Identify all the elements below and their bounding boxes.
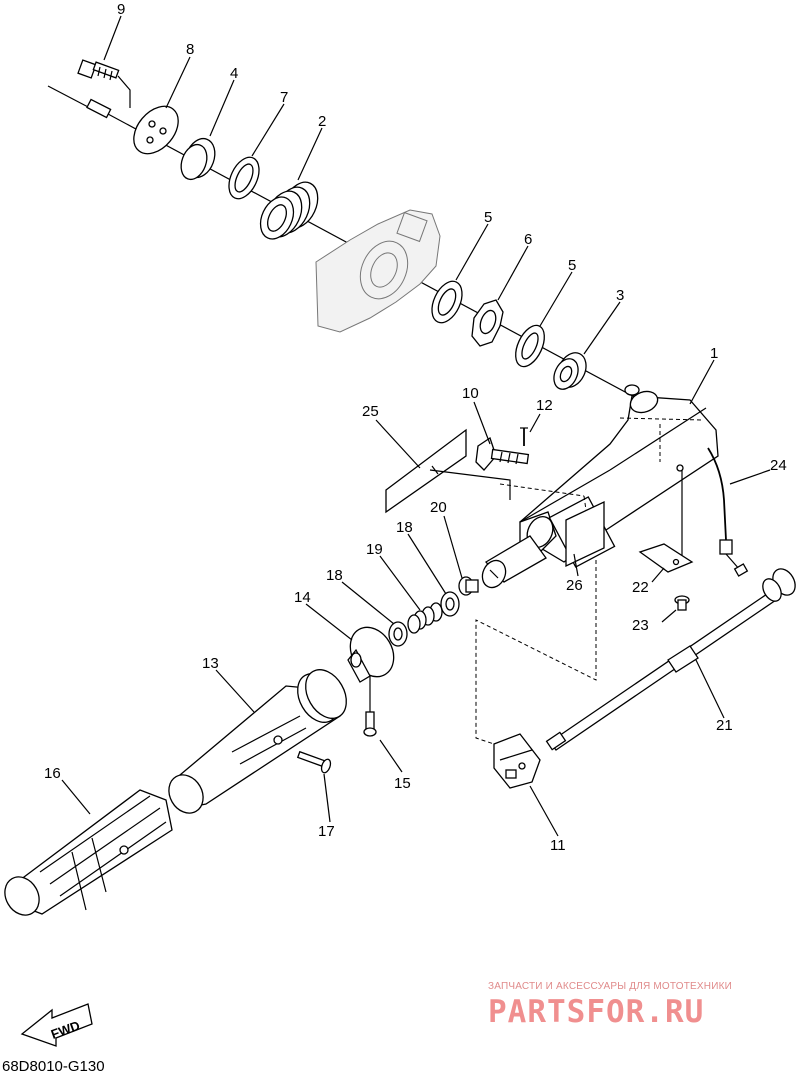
callout-1: 1 xyxy=(710,345,718,362)
collar-14 xyxy=(347,626,395,714)
watermark-logo: PARTSFOR.RU xyxy=(488,994,705,1030)
callout-15: 15 xyxy=(394,775,411,792)
callout-12: 12 xyxy=(536,397,553,414)
bush-20 xyxy=(458,576,479,596)
callout-22: 22 xyxy=(632,579,649,596)
callout-24: 24 xyxy=(770,457,787,474)
grip-16 xyxy=(4,789,173,916)
cover-26 xyxy=(565,500,605,568)
washer-5-a xyxy=(431,280,463,324)
callout-10: 10 xyxy=(462,385,479,402)
spring-washer-6 xyxy=(471,299,504,347)
assembly-guide-lines xyxy=(499,483,587,511)
callout-18: 18 xyxy=(396,519,413,536)
callout-11: 11 xyxy=(550,837,566,854)
diagram-code: 68D8010-G130 xyxy=(2,1058,105,1075)
callout-20: 20 xyxy=(430,499,447,516)
callout-18-second: 18 xyxy=(326,567,343,584)
washer-18-a xyxy=(440,591,460,617)
clip-11 xyxy=(493,733,541,789)
callout-16: 16 xyxy=(44,765,61,782)
callout-labels: 9 8 4 7 2 5 6 5 3 1 25 10 12 24 20 18 19… xyxy=(44,1,787,854)
callout-8: 8 xyxy=(186,41,194,58)
callout-26: 26 xyxy=(566,577,583,594)
plate-8 xyxy=(133,105,179,155)
callout-25: 25 xyxy=(362,403,379,420)
callout-5: 5 xyxy=(484,209,492,226)
screw-15 xyxy=(363,711,377,737)
callout-14: 14 xyxy=(294,589,311,606)
decal-25 xyxy=(385,428,511,514)
callout-3: 3 xyxy=(616,287,624,304)
bushing-4 xyxy=(180,137,216,181)
o-ring-7 xyxy=(228,156,260,200)
leader-lines xyxy=(61,15,771,837)
washer-5-b xyxy=(515,324,545,368)
callout-13: 13 xyxy=(202,655,219,672)
callout-6: 6 xyxy=(524,231,532,248)
callout-2: 2 xyxy=(318,113,326,130)
watermark-caption: ЗАПЧАСТИ И АКСЕССУАРЫ ДЛЯ МОТОТЕХНИКИ xyxy=(488,981,733,992)
mounting-bracket xyxy=(315,209,441,333)
callout-7: 7 xyxy=(280,89,288,106)
clip-guide-lines xyxy=(475,560,597,745)
callout-4: 4 xyxy=(230,65,238,82)
callout-9: 9 xyxy=(117,1,125,18)
screw-23 xyxy=(674,595,690,611)
wing-bolt-10 xyxy=(475,436,530,471)
callout-21: 21 xyxy=(716,717,733,734)
callout-23: 23 xyxy=(632,617,649,634)
washer-18-b xyxy=(388,621,408,647)
spring-19 xyxy=(407,602,443,634)
callout-19: 19 xyxy=(366,541,383,558)
wire-lead-24 xyxy=(681,447,749,577)
callout-17: 17 xyxy=(318,823,335,840)
sleeve-2 xyxy=(259,181,319,240)
callout-5-second: 5 xyxy=(568,257,576,274)
throttle-shaft-13 xyxy=(168,669,347,814)
bushing-3 xyxy=(553,352,587,390)
pin-12 xyxy=(520,427,528,446)
fwd-arrow-icon: FWD xyxy=(20,1003,93,1047)
plate-22 xyxy=(638,543,694,573)
bolt-9 xyxy=(77,59,131,108)
rod-21 xyxy=(545,568,796,751)
screw-17 xyxy=(296,750,332,774)
